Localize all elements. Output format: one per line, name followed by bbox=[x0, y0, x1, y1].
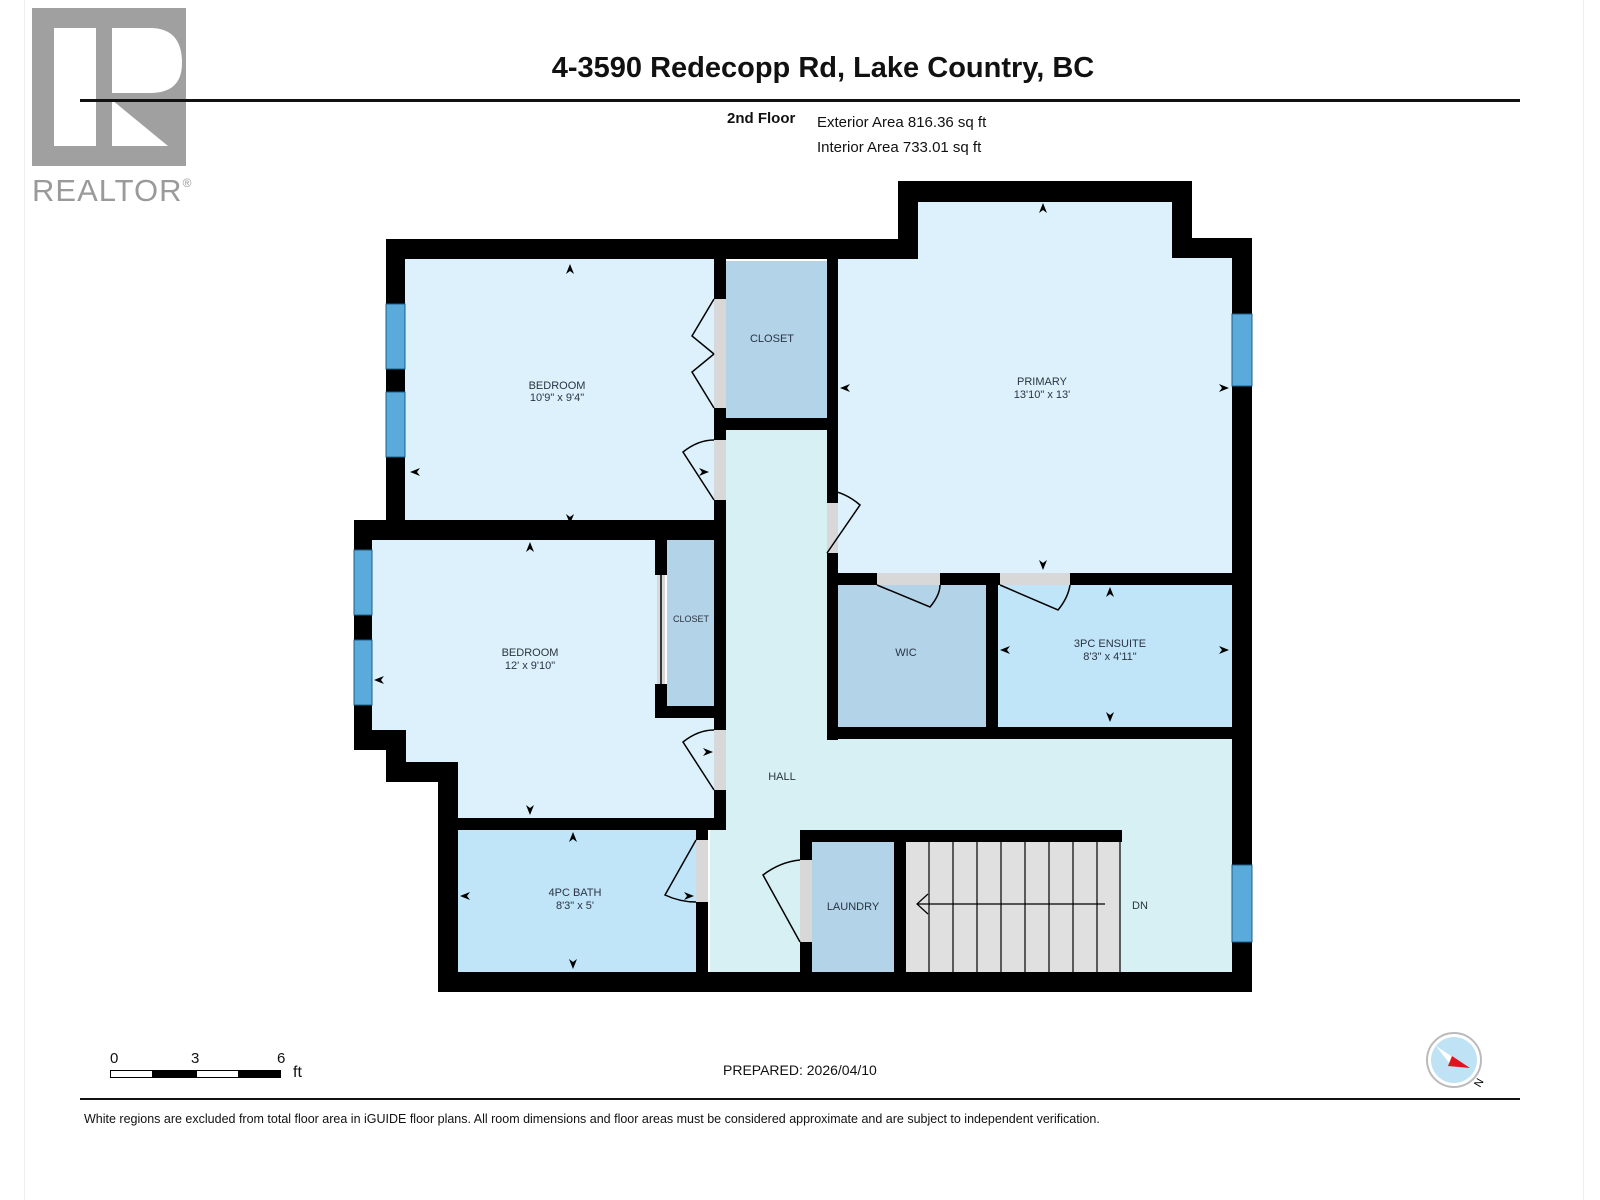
bath-dims: 8'3" x 5' bbox=[556, 900, 594, 912]
arrow-left-icon bbox=[410, 468, 420, 476]
window-icon bbox=[1231, 864, 1253, 943]
bedroom-2-dims: 12' x 9'10" bbox=[505, 660, 555, 672]
room-labels: BEDROOM 10'9" x 9'4" CLOSET PRIMARY 13'1… bbox=[502, 333, 1148, 913]
page-frame bbox=[24, 0, 1584, 1200]
walls bbox=[354, 181, 1252, 992]
realtor-wordmark-text: REALTOR bbox=[32, 173, 183, 208]
window-icon bbox=[1231, 313, 1253, 387]
primary-label: PRIMARY bbox=[1017, 376, 1068, 388]
bedroom-2-label: BEDROOM bbox=[502, 647, 559, 659]
closet-2-label: CLOSET bbox=[673, 614, 710, 624]
primary-area[interactable] bbox=[838, 202, 1232, 573]
bedroom-2-area[interactable] bbox=[372, 540, 714, 818]
arrow-left-icon bbox=[460, 892, 470, 900]
header-divider bbox=[80, 99, 1520, 102]
disclaimer: White regions are excluded from total fl… bbox=[84, 1112, 1100, 1126]
bath-label: 4PC BATH bbox=[549, 887, 602, 899]
scale-bar-graphic bbox=[110, 1070, 281, 1078]
scale-tick-3: 3 bbox=[191, 1050, 200, 1067]
realtor-wordmark: REALTOR® bbox=[32, 173, 200, 209]
arrow-left-icon bbox=[374, 676, 384, 684]
interior-area: Interior Area 733.01 sq ft bbox=[817, 139, 982, 156]
floor-areas: Exterior Area 816.36 sq ft Interior Area… bbox=[817, 110, 986, 160]
door-swing-icon bbox=[762, 859, 801, 943]
ensuite-dims: 8'3" x 4'11" bbox=[1083, 651, 1136, 663]
window-icon bbox=[353, 639, 373, 706]
bifold-door-icon bbox=[691, 298, 715, 409]
closet-2-area[interactable] bbox=[667, 540, 716, 706]
window-icon bbox=[385, 391, 406, 458]
bedroom-1-label: BEDROOM bbox=[529, 380, 586, 392]
arrow-right-icon bbox=[1219, 384, 1229, 392]
laundry-label: LAUNDRY bbox=[827, 901, 880, 913]
bath-area[interactable] bbox=[458, 830, 696, 972]
scale-tick-6: 6 bbox=[277, 1050, 286, 1067]
stairs-area[interactable] bbox=[906, 842, 1120, 972]
arrow-up-icon bbox=[569, 832, 577, 842]
door-swing-icon bbox=[999, 584, 1071, 611]
arrow-right-icon bbox=[1219, 646, 1229, 654]
arrow-right-icon bbox=[684, 892, 694, 900]
arrow-down-icon bbox=[1106, 712, 1114, 722]
door-swings bbox=[660, 298, 1071, 943]
arrow-left-icon bbox=[1000, 646, 1010, 654]
north-compass-icon: N bbox=[1426, 1032, 1487, 1090]
scale-unit: ft bbox=[293, 1064, 302, 1081]
registered-mark: ® bbox=[182, 176, 193, 190]
arrow-up-icon bbox=[1106, 587, 1114, 597]
wic-area[interactable] bbox=[834, 585, 986, 727]
prepared-date: PREPARED: 2026/04/10 bbox=[723, 1062, 877, 1078]
door-swing-icon bbox=[682, 439, 715, 501]
arrow-right-icon bbox=[699, 468, 709, 476]
door-swing-icon bbox=[682, 729, 715, 791]
arrow-up-icon bbox=[566, 264, 574, 274]
bedroom-1-area[interactable] bbox=[405, 259, 714, 529]
windows bbox=[353, 303, 1253, 943]
wic-label: WIC bbox=[895, 647, 916, 659]
closet-1-label: CLOSET bbox=[750, 333, 794, 345]
realtor-logo: REALTOR® bbox=[32, 8, 200, 209]
floor-label: 2nd Floor bbox=[727, 110, 796, 127]
exterior-area: Exterior Area 816.36 sq ft bbox=[817, 114, 987, 131]
arrow-down-icon bbox=[1039, 560, 1047, 570]
primary-dims: 13'10" x 13' bbox=[1014, 389, 1070, 401]
closet-1-area[interactable] bbox=[726, 261, 827, 418]
arrow-right-icon bbox=[703, 748, 713, 756]
realtor-r-icon bbox=[32, 8, 186, 166]
laundry-area[interactable] bbox=[812, 842, 894, 972]
scale-tick-0: 0 bbox=[110, 1050, 119, 1067]
footer-divider bbox=[80, 1098, 1520, 1100]
door-swing-icon bbox=[663, 839, 697, 903]
stairs-down-label: DN bbox=[1132, 900, 1148, 912]
stair-treads bbox=[916, 842, 1121, 972]
compass-north-label: N bbox=[1472, 1077, 1486, 1090]
window-icon bbox=[353, 549, 373, 616]
hall-label: HALL bbox=[768, 771, 796, 783]
ensuite-area[interactable] bbox=[998, 585, 1232, 727]
dimension-markers bbox=[374, 203, 1229, 969]
page-title: 4-3590 Redecopp Rd, Lake Country, BC bbox=[0, 52, 1600, 85]
arrow-left-icon bbox=[840, 384, 850, 392]
door-swing-icon bbox=[876, 584, 941, 608]
arrow-up-icon bbox=[1039, 203, 1047, 213]
ensuite-label: 3PC ENSUITE bbox=[1074, 638, 1146, 650]
window-icon bbox=[385, 303, 406, 370]
arrow-down-icon bbox=[526, 805, 534, 815]
arrow-down-icon bbox=[569, 959, 577, 969]
door-swing-icon bbox=[826, 489, 861, 554]
bedroom-1-dims: 10'9" x 9'4" bbox=[530, 392, 584, 404]
arrow-up-icon bbox=[526, 542, 534, 552]
arrow-down-icon bbox=[566, 514, 574, 524]
page-title-text: 4-3590 Redecopp Rd, Lake Country, BC bbox=[551, 52, 1095, 84]
arrow-left-icon bbox=[916, 893, 929, 915]
